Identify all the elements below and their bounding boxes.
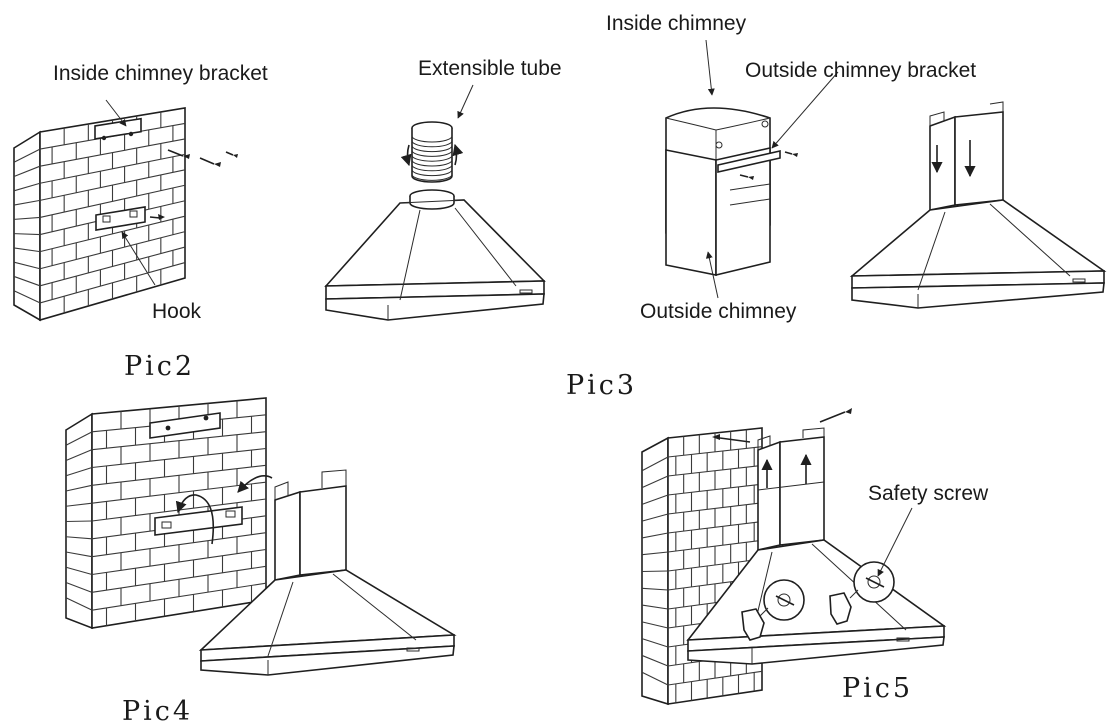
outside-chimney-label: Outside chimney (640, 300, 797, 323)
hood-pic5 (686, 427, 947, 665)
extensible-tube-leader (457, 84, 474, 119)
pic4-top-bracket (149, 412, 221, 439)
pic2-screws (167, 149, 238, 167)
pic2-brick-pattern (13, 112, 186, 313)
pic5-top-screws (712, 408, 852, 443)
safety-screw-leader (877, 507, 913, 577)
inside-chimney-bracket-label: Inside chimney bracket (53, 62, 268, 85)
outside-chimney (665, 147, 771, 277)
pic5-caption: Pic5 (842, 673, 913, 704)
hood-pic3-right (849, 101, 1107, 309)
safety-screw-label: Safety screw (868, 482, 989, 505)
pic2-caption: Pic2 (124, 351, 195, 382)
extensible-tube-label: Extensible tube (418, 57, 562, 80)
hook-label: Hook (152, 300, 202, 323)
pic4-hook-bracket (154, 506, 243, 536)
hood-pic4 (198, 469, 457, 676)
outside-chimney-bracket-leader (771, 71, 839, 149)
pic4-hang-arrow-right (237, 475, 273, 493)
pic2-wall-panel (13, 107, 186, 322)
hook-bracket (95, 206, 165, 231)
pic3-caption: Pic3 (566, 370, 637, 401)
inside-chimney-label: Inside chimney (606, 12, 747, 35)
extensible-tube (400, 121, 464, 183)
safety-screw-detail-left (741, 579, 805, 641)
outside-chimney-bracket-label: Outside chimney bracket (745, 59, 976, 82)
inside-chimney-leader (705, 39, 715, 96)
hook-leader (121, 231, 156, 286)
inside-chimney-bracket-leader (105, 99, 127, 127)
inside-chimney-bracket (94, 117, 142, 141)
pic4-hang-arrow-left (175, 494, 215, 545)
safety-screw-detail-right (829, 561, 895, 625)
pic4-caption: Pic4 (122, 696, 193, 723)
outside-chimney-leader (705, 251, 719, 299)
outside-chimney-bracket (717, 149, 798, 180)
hood-pic3-left (324, 189, 546, 321)
